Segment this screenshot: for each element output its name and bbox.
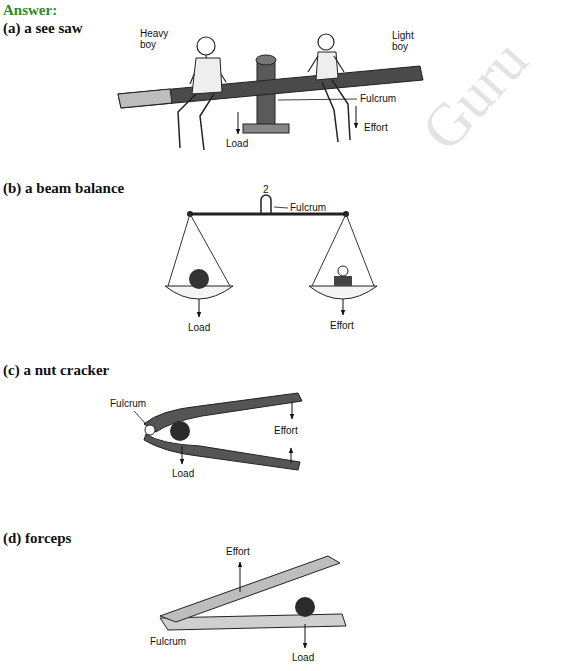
part-label: Effort <box>364 122 388 133</box>
part-label: Light boy <box>392 30 426 52</box>
beam-balance-drawing <box>165 195 377 317</box>
part-label: Effort <box>274 425 298 436</box>
part-label: Fulcrum <box>150 636 186 647</box>
part-label: Effort <box>226 546 250 557</box>
part-heading: (c) a nut cracker <box>3 362 109 379</box>
part-heading: (b) a beam balance <box>3 180 124 197</box>
part-label: Heavy boy <box>140 28 174 50</box>
forceps-drawing <box>160 556 346 648</box>
part-label: Load <box>292 652 314 663</box>
answer-heading: Answer: <box>3 2 57 19</box>
part-heading: (a) a see saw <box>3 20 83 37</box>
part-heading: (d) forceps <box>3 530 71 547</box>
callout-number: 2 <box>263 184 269 195</box>
part-label: Effort <box>330 320 354 331</box>
part-label: Fulcrum <box>110 398 146 409</box>
part-label: Load <box>226 138 248 149</box>
seesaw-drawing <box>118 34 423 150</box>
part-label: Fulcrum <box>290 202 326 213</box>
watermark: Guru <box>408 26 542 164</box>
part-label: Load <box>172 468 194 479</box>
nut-cracker-drawing <box>134 393 302 470</box>
part-label: Fulcrum <box>360 93 396 104</box>
part-label: Load <box>188 322 210 333</box>
